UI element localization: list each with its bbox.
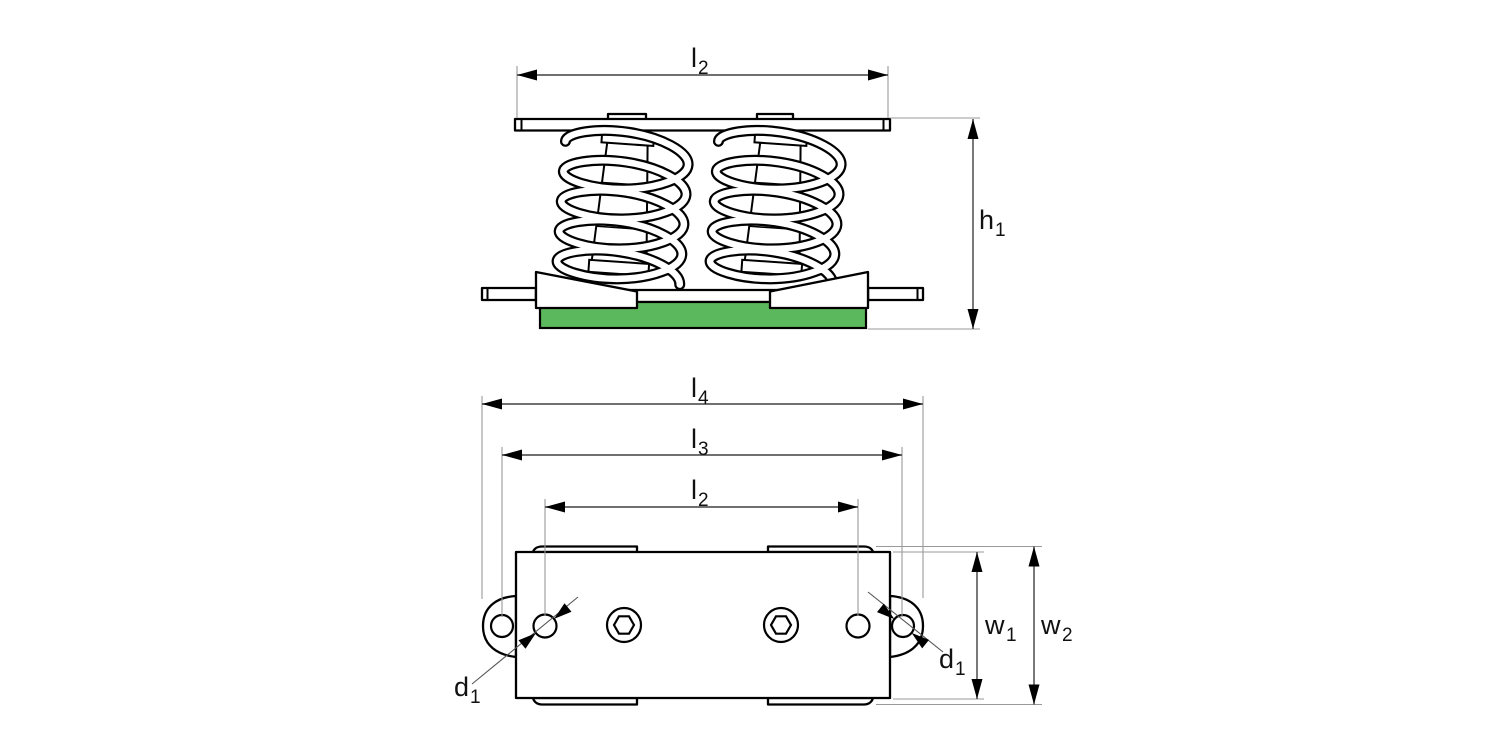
arrowhead-up-icon [1028,546,1040,567]
dim-label-l4-subscript: 4 [698,388,709,409]
arrowhead-icon [518,633,536,649]
wedge-clamp-right [768,270,870,310]
leader-line [867,591,944,653]
dim-label-w1: w [984,610,1005,640]
arrowhead-icon [877,603,895,620]
arrowhead-icon [911,632,929,649]
side-view-figure: l 2 h 1 [480,43,1006,330]
dimension-l2-plan: l 2 [545,475,858,513]
arrowhead-down-icon [1028,684,1040,705]
hex-socket-icon [769,615,793,635]
mounting-pin-right [866,286,925,302]
dim-label-d1-subscript: 1 [955,659,966,680]
arrowhead-down-icon [971,679,983,699]
dimension-l2-side: l 2 [516,43,889,118]
dimension-d1-right: d 1 [867,591,966,680]
dim-label-l2-subscript: 2 [698,58,709,79]
arrowhead-right-icon [903,398,923,410]
arrowhead-down-icon [967,309,979,329]
hex-socket-screw-left [605,606,643,644]
hex-socket-screw-right [762,606,800,644]
coil-spring-right [709,127,843,284]
top-plate [513,117,892,132]
arrowhead-right-icon [882,449,902,461]
arrowhead-right-icon [868,69,888,81]
plan-view-figure: l 4 l 3 l 2 w 1 [454,373,1073,708]
dim-label-w2: w [1040,610,1061,640]
coil-spring-left [556,127,690,284]
dimension-d1-left: d 1 [454,596,579,708]
dim-label-l3-subscript: 3 [698,439,709,460]
dimension-l4-plan: l 4 [482,373,923,410]
arrowhead-left-icon [502,449,522,461]
dim-label-w2-subscript: 2 [1062,625,1073,646]
dim-label-w1-subscript: 1 [1006,625,1017,646]
bolt-hole-right [845,613,871,639]
dimension-l3-plan: l 3 [502,424,902,461]
base-plate-body [514,550,892,700]
dimension-w1-plan: w 1 [893,551,1017,700]
dimension-h1-side: h 1 [868,117,1006,330]
wedge-clamp-left [534,270,639,310]
dimension-w2-plan: w 2 [876,545,1073,706]
dim-label-l2-subscript: 2 [698,490,709,511]
dim-label-l2: l [691,475,697,505]
arrowhead-left-icon [517,69,537,81]
hex-socket-icon [612,615,636,635]
arrowhead-left-icon [545,501,565,513]
arrowhead-icon [554,603,572,619]
ear-hole-right [890,613,916,639]
mounting-pin-left [480,286,538,302]
arrowhead-left-icon [482,398,502,410]
dim-label-d1-subscript: 1 [470,687,481,708]
dim-label-l2: l [691,43,697,73]
dim-label-d1: d [454,672,469,702]
dim-label-h1-subscript: 1 [995,220,1006,241]
dim-label-h1: h [979,205,994,235]
arrowhead-right-icon [838,501,858,513]
ear-hole-left [489,613,515,639]
dim-label-l3: l [691,424,697,454]
arrowhead-up-icon [967,119,979,139]
dim-label-l4: l [691,373,697,403]
dim-label-d1: d [939,644,954,674]
arrowhead-up-icon [971,552,983,572]
